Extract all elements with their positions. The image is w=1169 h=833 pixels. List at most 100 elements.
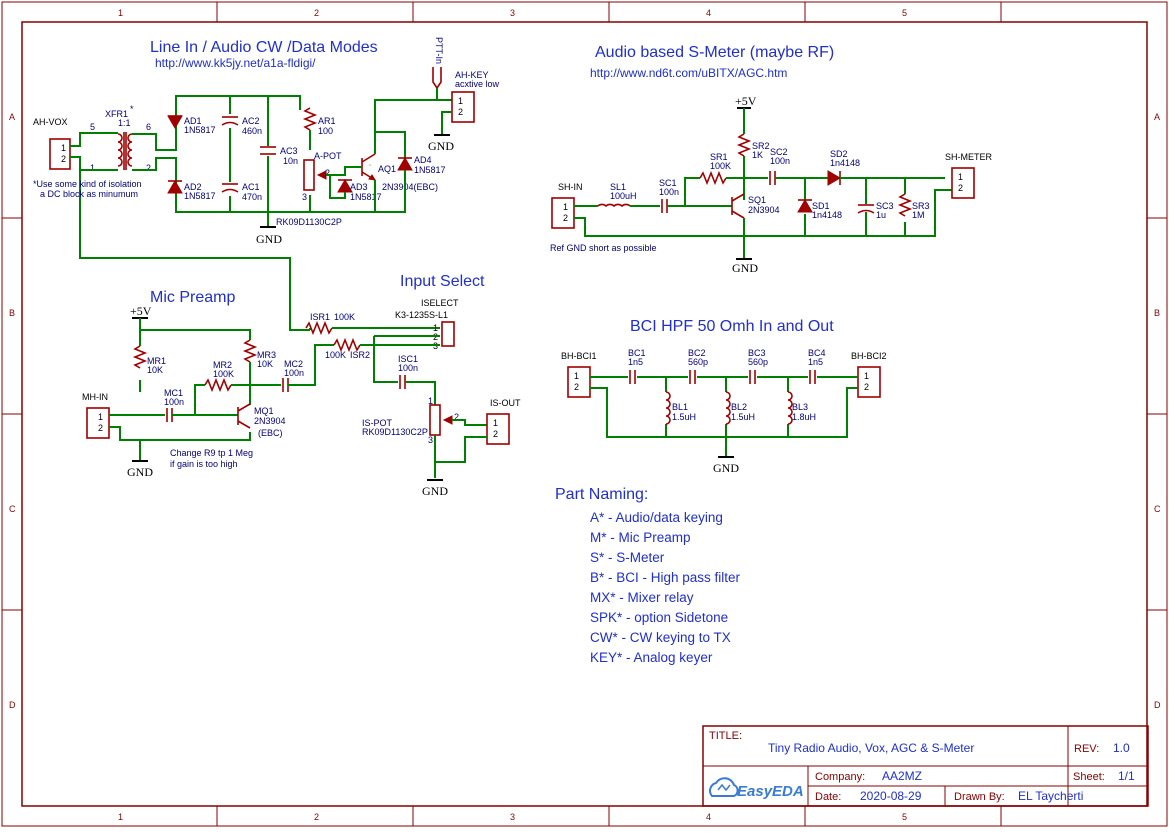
capacitor-bc2 (690, 370, 695, 384)
svg-text:AA2MZ: AA2MZ (882, 769, 922, 783)
grid-col-label: 5 (902, 8, 907, 18)
naming-item: KEY* - Analog keyer (590, 648, 740, 668)
svg-text:1: 1 (493, 418, 498, 428)
grid-row-label: D (9, 700, 16, 710)
svg-text:1N5817: 1N5817 (184, 125, 216, 135)
svg-text:10K: 10K (147, 365, 163, 375)
svg-text:AD4: AD4 (414, 155, 432, 165)
naming-item: A* - Audio/data keying (590, 508, 740, 528)
svg-text:(EBC): (EBC) (258, 428, 283, 438)
grid-row-label: C (9, 504, 16, 514)
svg-text:BL2: BL2 (731, 402, 747, 412)
svg-text:100n: 100n (164, 397, 184, 407)
svg-text:ISELECT: ISELECT (421, 298, 459, 308)
inductor-sl1 (598, 204, 630, 206)
svg-text:1: 1 (428, 396, 433, 406)
potentiometer-apot (304, 160, 314, 190)
grid-col-label: 5 (902, 812, 907, 822)
inductor-bl2 (726, 392, 730, 424)
grid-col-label: 4 (706, 8, 711, 18)
svg-text:SH-IN: SH-IN (558, 182, 583, 192)
svg-text:if gain is too high: if gain is too high (170, 459, 238, 469)
svg-text:1n5: 1n5 (808, 357, 823, 367)
svg-text:Sheet:: Sheet: (1073, 771, 1105, 783)
smeter-title: Audio based S-Meter (maybe RF) (595, 44, 834, 61)
svg-text:100uH: 100uH (610, 191, 637, 201)
svg-text:3: 3 (428, 435, 433, 445)
capacitor-ac2 (222, 117, 238, 125)
svg-text:2: 2 (563, 213, 568, 223)
naming-item: CW* - CW keying to TX (590, 628, 740, 648)
svg-text:*Use some kind of isolation: *Use some kind of isolation (33, 179, 142, 189)
grid-row-label: B (9, 308, 15, 318)
svg-text:SH-METER: SH-METER (945, 152, 993, 162)
part-naming-heading: Part Naming: (555, 486, 740, 504)
capacitor-ac1 (222, 184, 238, 192)
svg-text:RK09D1130C2P: RK09D1130C2P (276, 217, 342, 227)
line-in-url: http://www.kk5jy.net/a1a-fldigi/ (155, 56, 316, 70)
svg-text:MH-IN: MH-IN (82, 392, 108, 402)
svg-text:100: 100 (318, 126, 333, 136)
svg-text:AC3: AC3 (280, 146, 298, 156)
svg-text:100n: 100n (284, 368, 304, 378)
naming-item: MX* - Mixer relay (590, 588, 740, 608)
svg-text:2020-08-29: 2020-08-29 (860, 789, 922, 803)
svg-text:REV:: REV: (1074, 743, 1099, 755)
svg-text:ISR1: ISR1 (310, 312, 330, 322)
svg-text:ISR2: ISR2 (350, 350, 370, 360)
svg-text:BL1: BL1 (672, 402, 688, 412)
easyeda-logo: EasyEDA (710, 778, 804, 800)
grid-row-label: C (1154, 504, 1161, 514)
svg-text:5: 5 (90, 122, 95, 132)
part-naming-list: A* - Audio/data keying M* - Mic Preamp S… (590, 508, 740, 668)
ptt-net-label: PTT-In (434, 37, 444, 64)
bci-hpf-section: BCI HPF 50 Omh In and Out BH-BCI1 12 BH-… (561, 318, 887, 475)
svg-text:K3-1235S-L1: K3-1235S-L1 (395, 310, 448, 320)
svg-text:100n: 100n (770, 156, 790, 166)
svg-text:MQ1: MQ1 (254, 406, 274, 416)
diode-ad1 (168, 116, 182, 128)
svg-text:AC1: AC1 (242, 182, 260, 192)
svg-text:IS-OUT: IS-OUT (490, 398, 521, 408)
mic-title: Mic Preamp (150, 289, 235, 306)
potentiometer-is-pot (430, 405, 440, 435)
part-naming-notes: Part Naming: A* - Audio/data keying M* -… (555, 486, 740, 668)
svg-text:*: * (130, 104, 134, 114)
naming-item: M* - Mic Preamp (590, 528, 740, 548)
grid-row-label: A (1154, 112, 1160, 122)
transformer-symbol (118, 132, 132, 170)
svg-text:560p: 560p (688, 357, 708, 367)
svg-text:+5V: +5V (735, 94, 757, 108)
smeter-url: http://www.nd6t.com/uBITX/AGC.htm (590, 66, 787, 80)
smeter-section: Audio based S-Meter (maybe RF) http://ww… (550, 44, 993, 275)
naming-item: B* - BCI - High pass filter (590, 568, 740, 588)
svg-text:1: 1 (61, 143, 66, 153)
bci-title: BCI HPF 50 Omh In and Out (630, 318, 834, 335)
svg-text:1u: 1u (876, 210, 886, 220)
svg-text:1.8uH: 1.8uH (792, 412, 816, 422)
svg-text:100n: 100n (398, 363, 418, 373)
svg-text:6: 6 (146, 122, 151, 132)
svg-text:1: 1 (98, 412, 103, 422)
svg-text:AR1: AR1 (318, 116, 336, 126)
svg-text:3: 3 (302, 192, 307, 202)
grid-col-label: 4 (706, 812, 711, 822)
svg-text:EL Taycherti: EL Taycherti (1018, 789, 1083, 803)
gnd-symbol: GND (428, 135, 454, 153)
diode-ad2 (168, 181, 182, 193)
naming-item: S* - S-Meter (590, 548, 740, 568)
svg-text:acxtive low: acxtive low (455, 79, 500, 89)
svg-text:2: 2 (958, 183, 963, 193)
svg-text:1n5: 1n5 (628, 357, 643, 367)
svg-text:GND: GND (422, 484, 448, 498)
capacitor-bc1 (630, 370, 635, 384)
svg-text:2: 2 (493, 429, 498, 439)
svg-text:100n: 100n (659, 187, 679, 197)
line-in-title: Line In / Audio CW /Data Modes (150, 39, 378, 56)
svg-text:1: 1 (563, 202, 568, 212)
title-block: TITLE: Tiny Radio Audio, Vox, AGC & S-Me… (703, 726, 1148, 806)
resistor-mr2 (205, 380, 231, 390)
svg-text:SQ1: SQ1 (748, 195, 766, 205)
grid-col-label: 2 (314, 8, 319, 18)
naming-item: SPK* - option Sidetone (590, 608, 740, 628)
